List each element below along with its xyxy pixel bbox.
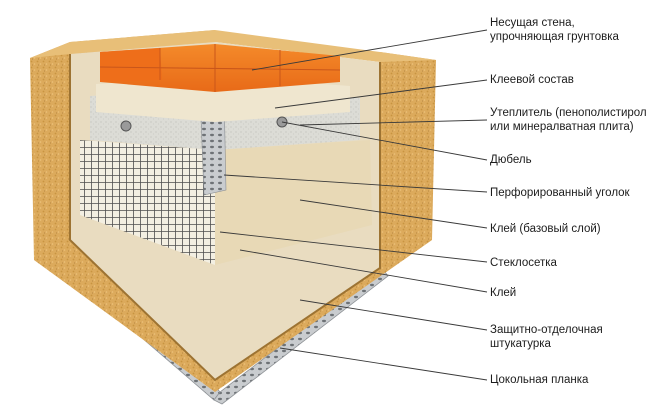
layer-cutaway — [69, 42, 381, 382]
leader-lines — [219, 29, 488, 381]
label-plinth-strip: Цокольная планка — [490, 374, 589, 386]
label-finish-plaster: Защитно-отделочная штукатурка — [490, 324, 603, 350]
label-glue: Клей — [490, 287, 517, 299]
label-adhesive-compound: Клеевой состав — [490, 74, 574, 86]
label-load-bearing-wall: Несущая стена, упрочняющая грунтовка — [490, 17, 619, 43]
label-dowel: Дюбель — [490, 154, 532, 166]
label-fiberglass-mesh: Стеклосетка — [490, 257, 557, 269]
label-perforated-corner: Перфорированный уголок — [490, 187, 630, 199]
label-base-glue: Клей (базовый слой) — [490, 223, 601, 235]
label-insulation: Утеплитель (пенополистирол или минералва… — [490, 107, 647, 133]
